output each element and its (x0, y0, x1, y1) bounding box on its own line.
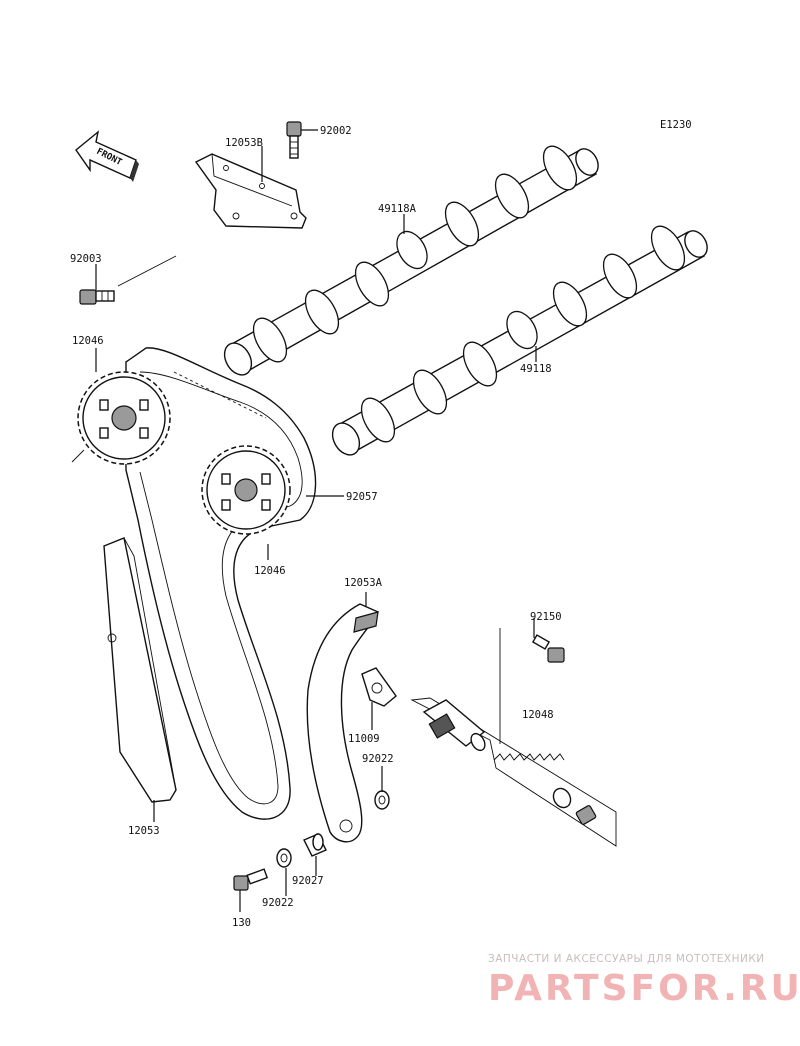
tensioner-bolt (531, 634, 565, 663)
watermark: ЗАПЧАСТИ И АКСЕССУАРЫ ДЛЯ МОТОТЕХНИКИ PA… (488, 953, 800, 1009)
watermark-tagline: ЗАПЧАСТИ И АКСЕССУАРЫ ДЛЯ МОТОТЕХНИКИ (488, 953, 765, 965)
label-12053: 12053 (128, 825, 160, 837)
washer-bottom (276, 848, 292, 868)
label-12046-top: 12046 (72, 335, 104, 347)
tensioner-washer (552, 787, 572, 809)
label-130: 130 (232, 917, 251, 929)
tensioner-guide (306, 603, 379, 843)
chain-tensioner-assembly (410, 628, 617, 847)
tensioner-spring (493, 753, 565, 761)
label-92150: 92150 (530, 611, 562, 623)
watermark-brand: PARTSFOR.RU (488, 968, 800, 1009)
cam-sprocket-left (77, 371, 171, 465)
sprocket-bolt (79, 255, 177, 305)
camshaft-lower (331, 225, 708, 456)
label-12053b: 12053B (225, 137, 263, 149)
cam-sprocket-right (201, 445, 291, 535)
label-92022-right: 92022 (362, 753, 394, 765)
tensioner-body (422, 699, 486, 752)
leader-lines (71, 129, 537, 912)
diagram-code: E1230 (660, 119, 692, 131)
label-11009: 11009 (348, 733, 380, 745)
label-92003: 92003 (70, 253, 102, 265)
label-49118: 49118 (520, 363, 552, 375)
label-92022-bottom: 92022 (262, 897, 294, 909)
front-arrow-icon: FRONT (75, 130, 139, 182)
guide-bolt (233, 868, 269, 891)
camshaft-cap-bracket (194, 153, 307, 229)
tensioner-cap-bolt (575, 805, 597, 825)
washer-right (374, 790, 390, 810)
bracket-bolt (286, 121, 302, 159)
label-92027: 92027 (292, 875, 324, 887)
label-49118a: 49118A (378, 203, 417, 215)
tensioner-gasket (361, 667, 397, 707)
label-12053a: 12053A (344, 577, 383, 589)
label-12048: 12048 (522, 709, 554, 721)
camshaft-upper (223, 145, 599, 376)
label-92057: 92057 (346, 491, 378, 503)
label-12046-bottom: 12046 (254, 565, 286, 577)
label-92002: 92002 (320, 125, 352, 137)
guide-collar (303, 833, 327, 857)
chain-guide (103, 537, 177, 803)
